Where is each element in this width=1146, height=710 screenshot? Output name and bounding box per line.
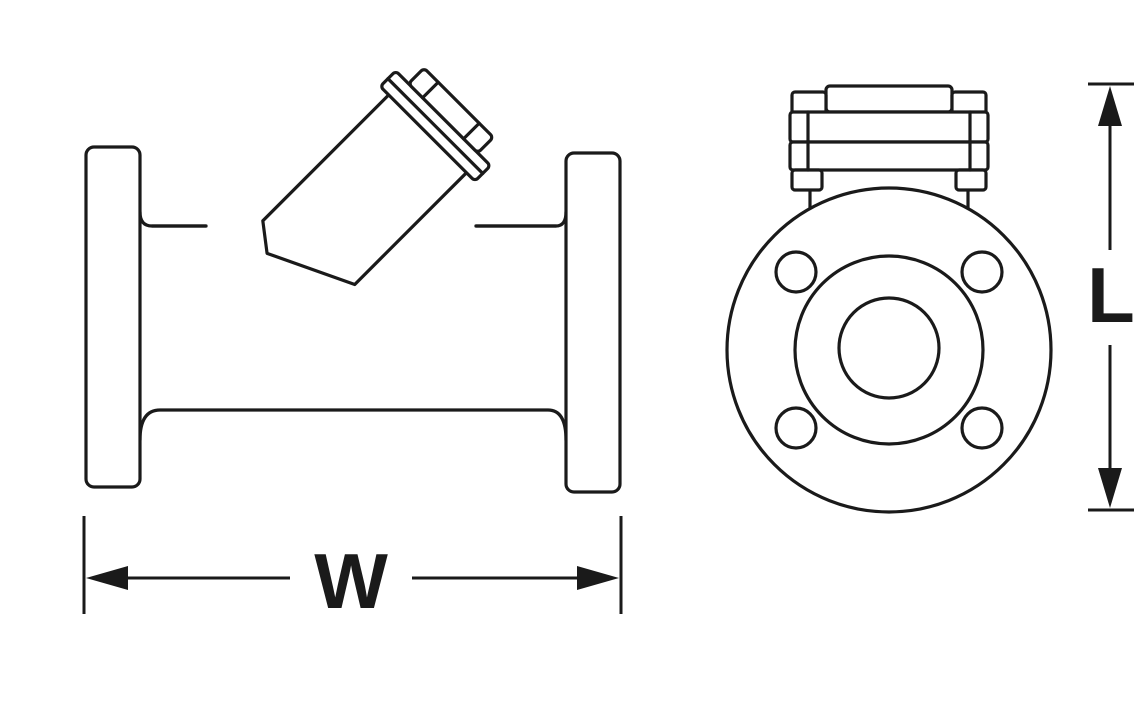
end-bore — [837, 296, 941, 400]
strainer-leg — [261, 68, 494, 287]
end-flange-outer — [725, 186, 1053, 514]
side-left-flange — [84, 145, 142, 489]
end-cap-flange — [788, 110, 990, 144]
end-cap-top — [824, 84, 954, 114]
width-arrow-left — [86, 566, 128, 590]
width-label: W — [314, 537, 388, 625]
length-label: L — [1087, 251, 1135, 339]
bolt-hole-top-right — [960, 250, 1004, 294]
end-raised-face — [793, 254, 985, 446]
end-cap-bolt-left-bottom — [790, 168, 824, 192]
side-right-flange — [564, 151, 622, 494]
length-dimension: L — [1087, 82, 1135, 512]
side-view — [84, 68, 622, 494]
bolt-hole-bottom-left — [774, 406, 818, 450]
width-arrow-right — [577, 566, 619, 590]
bolt-hole-top-left — [774, 250, 818, 294]
strainer-cap-detail-left — [421, 80, 440, 100]
strainer-cap-detail-right — [462, 121, 481, 141]
strainer-flange-detail — [386, 77, 485, 176]
end-cap-body — [788, 140, 990, 172]
length-arrow-top — [1098, 86, 1122, 126]
end-view — [725, 84, 1053, 514]
end-cap-bolt-right-bottom — [954, 168, 988, 192]
width-dimension: W — [82, 516, 623, 625]
bolt-hole-bottom-right — [960, 406, 1004, 450]
length-arrow-bottom — [1098, 468, 1122, 508]
